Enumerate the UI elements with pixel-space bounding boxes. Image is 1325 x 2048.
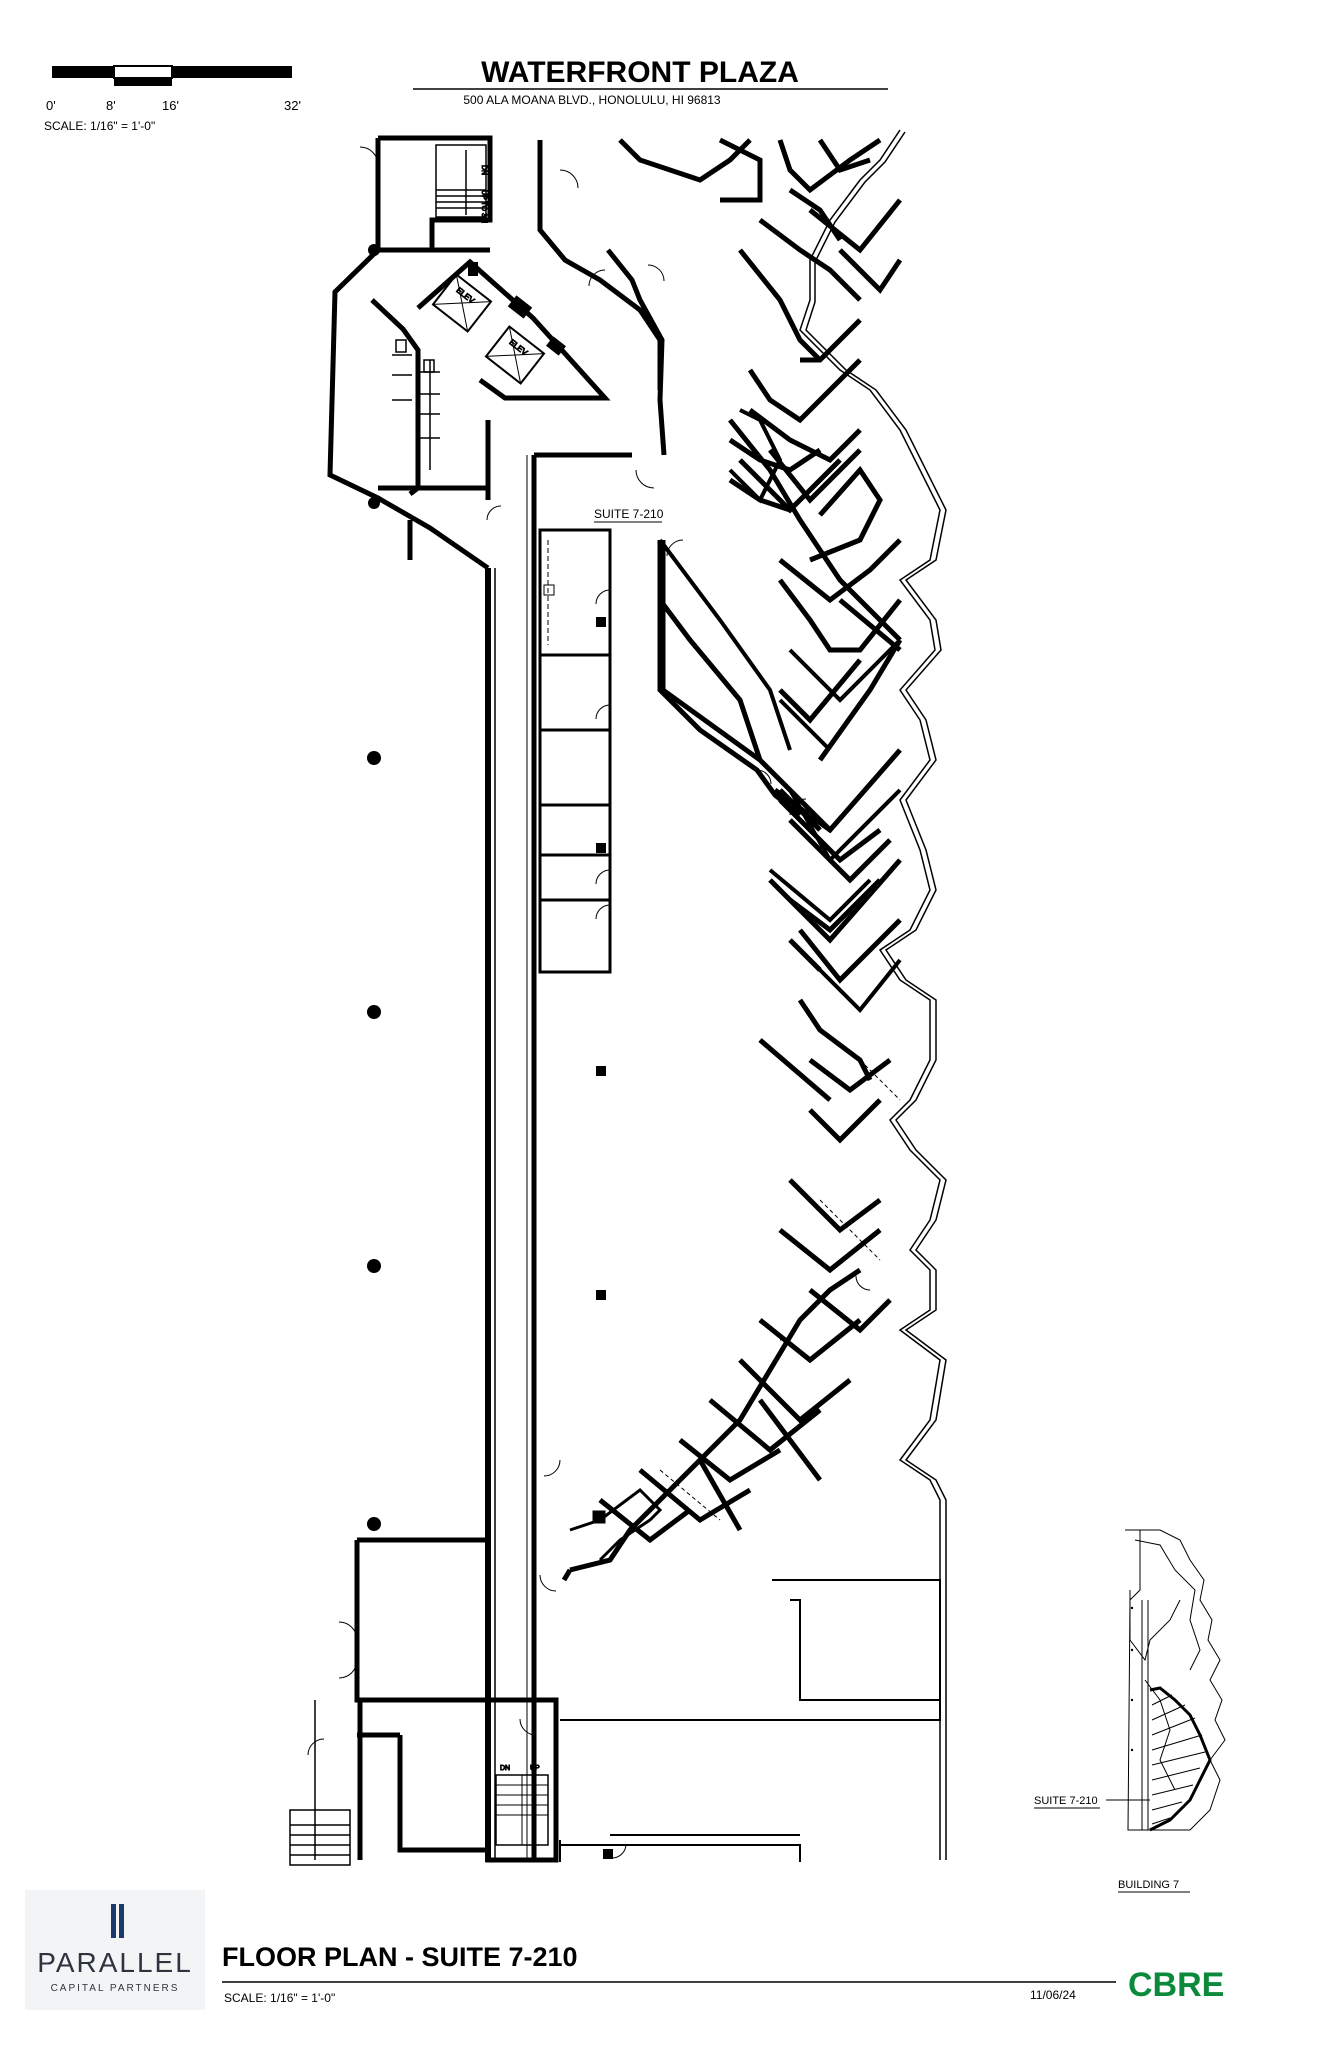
office-columns-solid	[596, 617, 606, 1300]
scale-segment-2	[113, 65, 173, 79]
column-dot	[367, 1005, 381, 1019]
cbre-logo: CBRE	[1128, 1966, 1224, 2004]
bottom-corridor	[559, 1834, 800, 1862]
upper-stair-label-up: UP TO 3rd	[480, 190, 487, 223]
parallel-logo-mark-1	[111, 1904, 116, 1938]
lower-stair-left	[289, 1700, 351, 1866]
key-plan-hatch	[1151, 1694, 1206, 1825]
corridor-spine	[485, 452, 632, 1862]
elevator-core	[416, 258, 611, 401]
building-columns	[367, 244, 381, 1531]
lower-stair-dn: DN	[500, 1765, 510, 1772]
key-plan-suite-label: SUITE 7-210	[1034, 1795, 1098, 1807]
scale-tick-0: 0'	[46, 98, 56, 113]
suite-perimeter	[561, 248, 862, 1582]
column-dot	[368, 244, 380, 256]
column-dot	[367, 1517, 381, 1531]
building-title: WATERFRONT PLAZA	[481, 56, 799, 89]
footer-scale: SCALE: 1/16" = 1'-0"	[224, 1991, 335, 2005]
door-swings	[307, 146, 871, 1859]
parallel-logo-sub: CAPITAL PARTNERS	[51, 1983, 180, 1994]
glazing-lines	[799, 129, 947, 1860]
key-plan-dots	[1130, 1606, 1134, 1752]
parallel-logo-mark-2	[119, 1904, 124, 1938]
restroom-partitions	[392, 339, 440, 470]
column-dot	[368, 497, 380, 509]
building-address: 500 ALA MOANA BLVD., HONOLULU, HI 96813	[463, 93, 721, 107]
lower-left-rooms	[354, 1537, 488, 1860]
key-plan-building-label: BUILDING 7	[1118, 1879, 1179, 1891]
dashed-walls	[659, 1059, 901, 1521]
east-offices-lower	[598, 998, 892, 1544]
header: WATERFRONT PLAZA 500 ALA MOANA BLVD., HO…	[413, 56, 888, 107]
plan-title: FLOOR PLAN - SUITE 7-210	[222, 1942, 578, 1972]
key-plan	[1106, 1529, 1226, 1832]
scale-segment-3	[172, 66, 292, 78]
parallel-logo-name: PARALLEL	[37, 1947, 193, 1978]
lower-right-zone	[560, 1579, 941, 1862]
upper-stair	[435, 144, 487, 218]
footer-date: 11/06/24	[1030, 1988, 1076, 2002]
lower-stair-up: UP	[530, 1765, 540, 1772]
scale-bar: 0' 8' 16' 32' SCALE: 1/16" = 1'-0"	[44, 65, 301, 133]
key-plan-suite-outline	[1149, 1686, 1212, 1832]
plan-walls: DN UP TO 3rd ELEV ELEV	[289, 129, 947, 1866]
lower-suite-corner	[569, 1488, 663, 1562]
footer: PARALLEL CAPITAL PARTNERS FLOOR PLAN - S…	[25, 1890, 1224, 2010]
lower-stair-center	[485, 1697, 559, 1863]
column-dot	[367, 751, 381, 765]
office-doors	[543, 540, 611, 920]
suite-label: SUITE 7-210	[594, 507, 664, 521]
scale-tick-8: 8'	[106, 98, 116, 113]
upper-stair-label-dn: DN	[480, 165, 487, 175]
scale-segment-1	[52, 66, 114, 78]
scale-tick-32: 32'	[284, 98, 301, 113]
scale-text: SCALE: 1/16" = 1'-0"	[44, 119, 155, 133]
office-column	[538, 528, 612, 974]
east-offices-upper-2	[658, 408, 902, 1013]
northeast-offices	[537, 137, 903, 514]
column-dot	[367, 1259, 381, 1273]
scale-segment-2b	[114, 78, 172, 86]
scale-tick-16: 16'	[162, 98, 179, 113]
